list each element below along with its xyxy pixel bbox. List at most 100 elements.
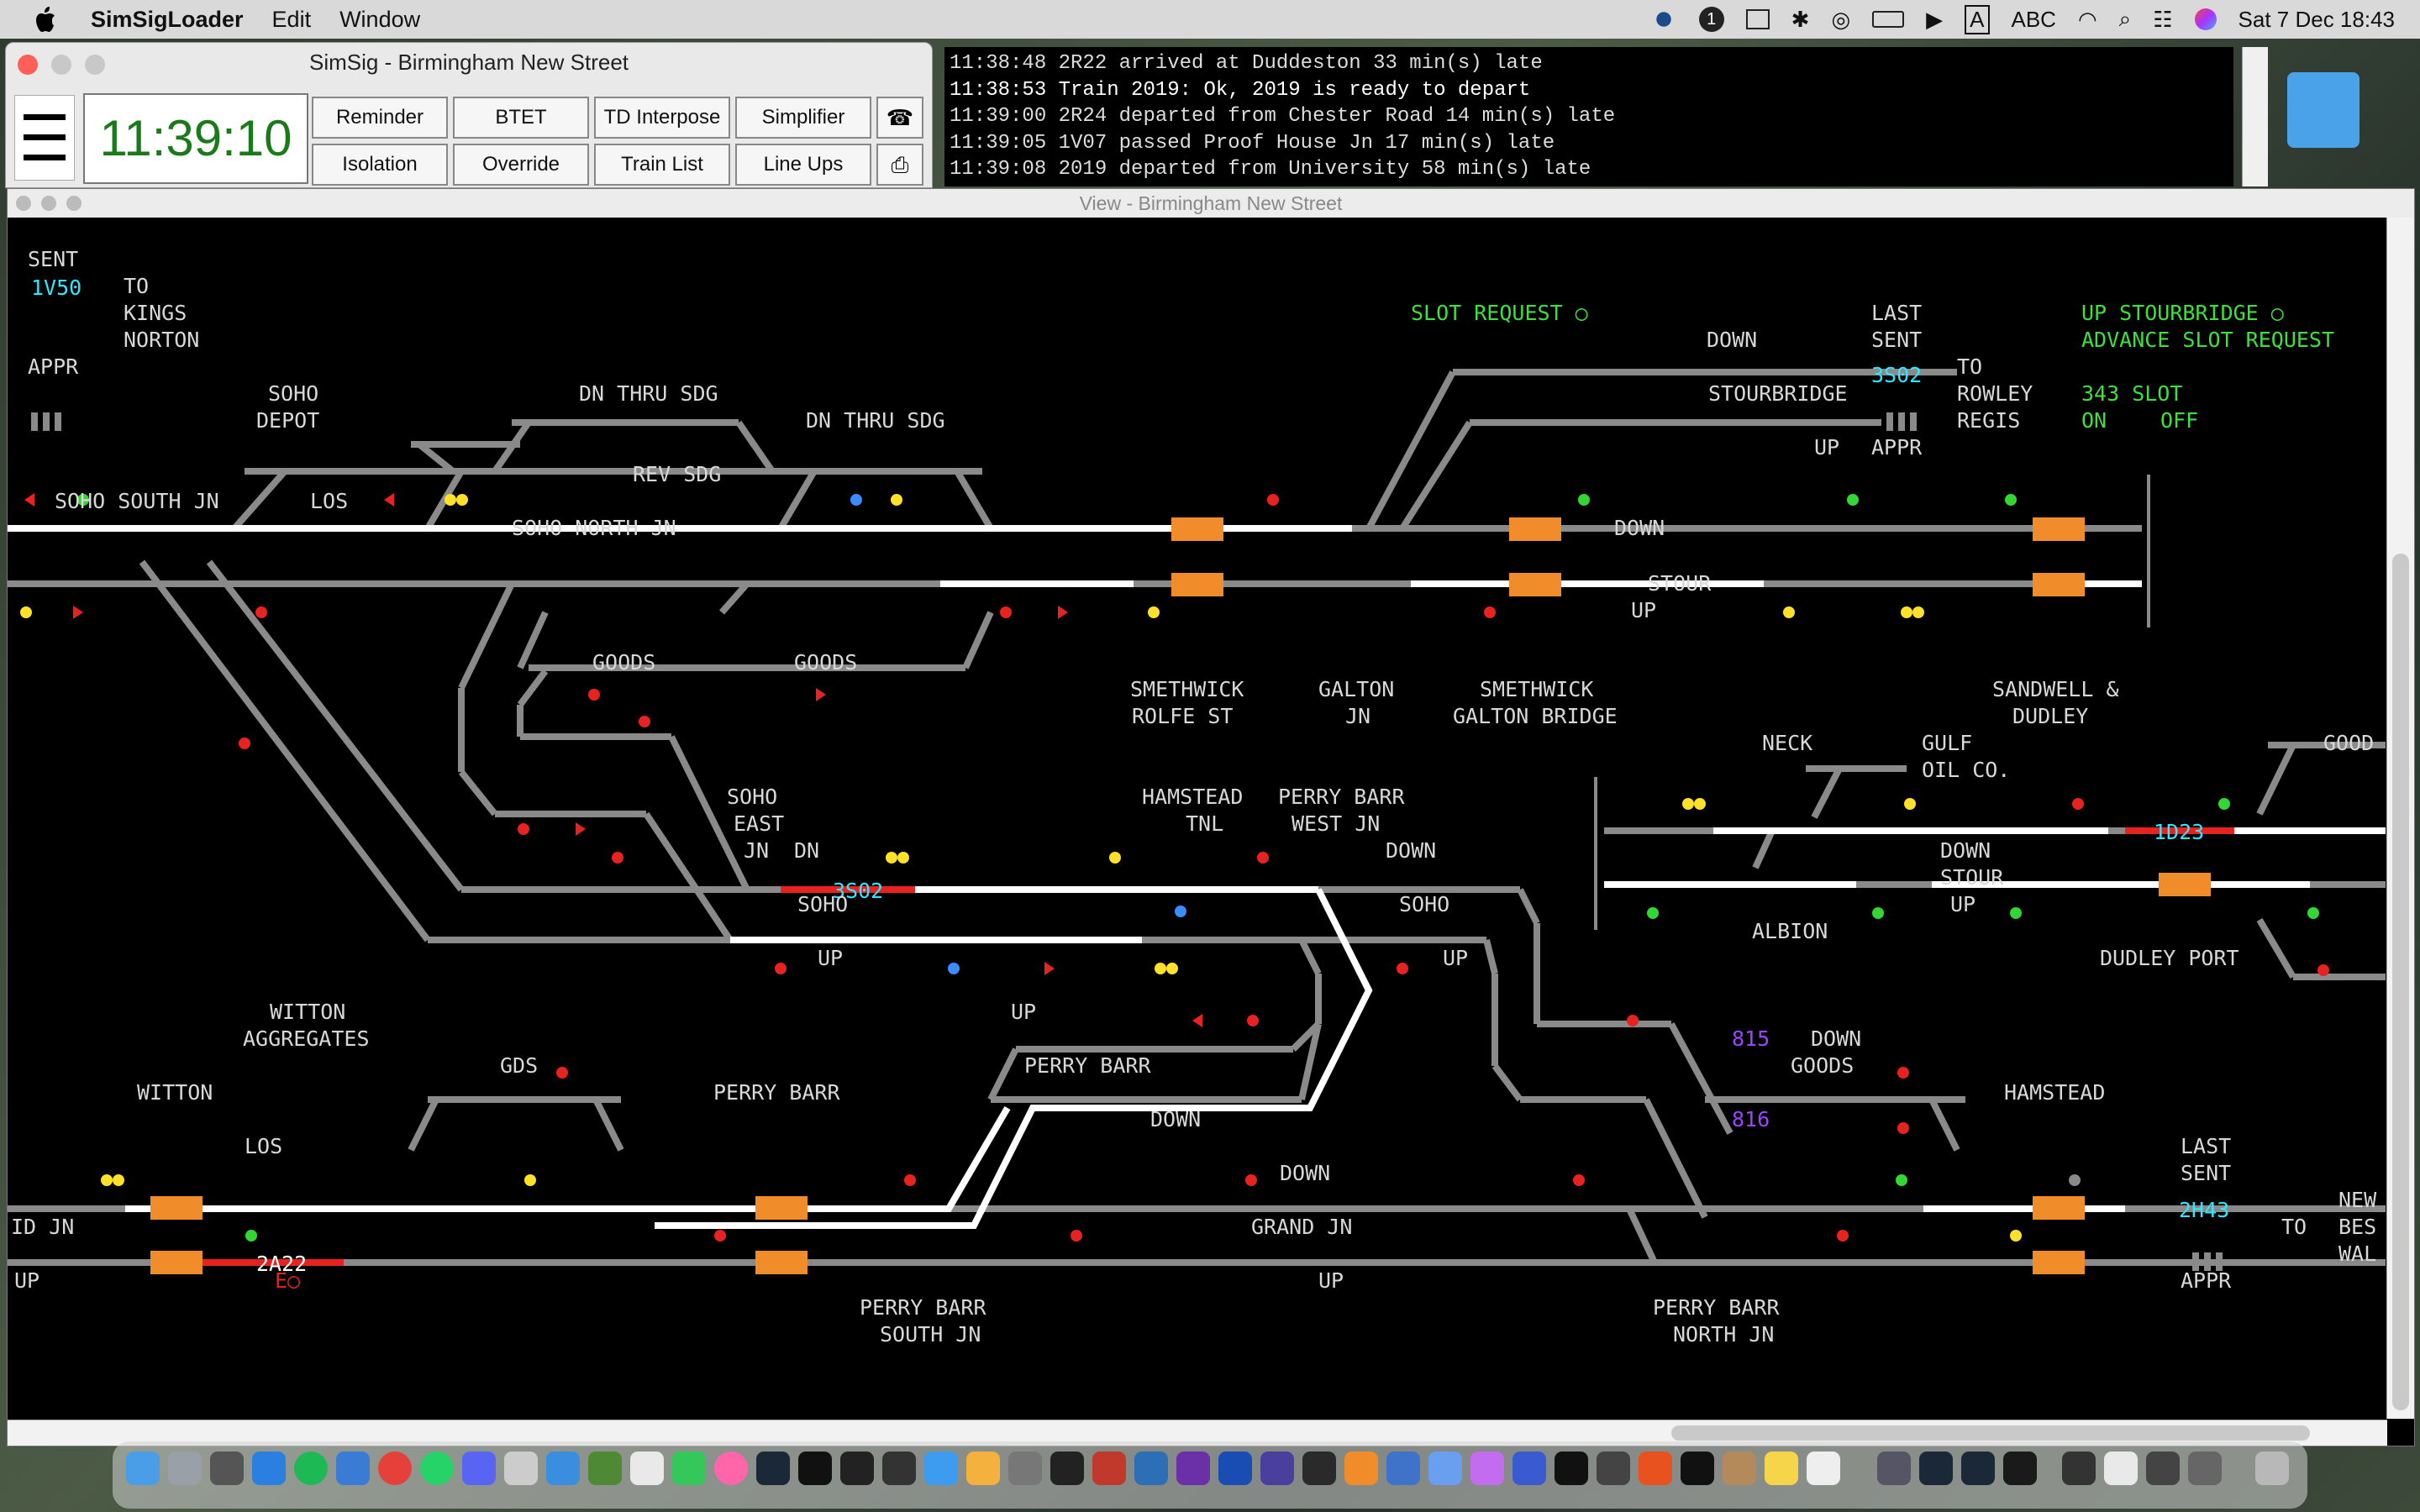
app-icon[interactable] xyxy=(1302,1452,1336,1485)
reminder-button[interactable]: Reminder xyxy=(312,97,448,139)
label-up-stourbridge[interactable]: UP STOURBRIDGE ○ xyxy=(2081,301,2284,325)
signal-arrow[interactable] xyxy=(384,493,394,507)
override-button[interactable]: Override xyxy=(453,144,589,186)
train-id-berth[interactable]: 1D23 xyxy=(2154,820,2204,844)
notes-icon[interactable] xyxy=(1765,1452,1798,1485)
app-icon[interactable] xyxy=(1092,1452,1126,1485)
line-ups-button[interactable]: Line Ups xyxy=(735,144,871,186)
menu-clock[interactable]: Sat 7 Dec 18:43 xyxy=(2238,6,2395,32)
signal-aspect[interactable] xyxy=(850,494,862,506)
signal-aspect[interactable] xyxy=(1904,798,1916,810)
app-icon[interactable] xyxy=(1008,1452,1042,1485)
app-icon[interactable] xyxy=(1050,1452,1084,1485)
photos-icon[interactable] xyxy=(966,1452,1000,1485)
train-list-button[interactable]: Train List xyxy=(594,144,730,186)
signal-aspect[interactable] xyxy=(245,1230,257,1242)
steam-icon[interactable] xyxy=(1919,1452,1953,1485)
signal-aspect[interactable] xyxy=(2072,798,2084,810)
zoom-button[interactable] xyxy=(85,55,105,75)
signal-aspect[interactable] xyxy=(1109,852,1121,864)
signal-aspect[interactable] xyxy=(1837,1230,1849,1242)
app-icon[interactable] xyxy=(252,1452,286,1485)
signal-aspect[interactable] xyxy=(1897,1122,1909,1134)
app-icon[interactable] xyxy=(2146,1452,2180,1485)
td-interpose-button[interactable]: TD Interpose xyxy=(594,97,730,139)
signal-aspect[interactable] xyxy=(714,1230,726,1242)
signal-aspect[interactable] xyxy=(524,1174,536,1186)
scroll-thumb[interactable] xyxy=(2392,554,2409,1410)
input-source-label[interactable]: ABC xyxy=(2011,6,2056,32)
signal-aspect[interactable] xyxy=(1896,1174,1907,1186)
train-id-berth[interactable]: 3S02 xyxy=(1871,363,1922,387)
app-icon[interactable] xyxy=(2003,1452,2037,1485)
label-off[interactable]: OFF xyxy=(2160,408,2198,433)
app-icon[interactable] xyxy=(630,1452,664,1485)
signal-aspect[interactable] xyxy=(1682,798,1694,810)
mail-icon[interactable] xyxy=(924,1452,958,1485)
signal-aspect[interactable] xyxy=(101,1174,113,1186)
signal-aspect[interactable] xyxy=(948,963,960,974)
steam-icon[interactable] xyxy=(1961,1452,1995,1485)
signal-aspect[interactable] xyxy=(1578,494,1590,506)
spotify-icon[interactable] xyxy=(294,1452,328,1485)
signal-aspect[interactable] xyxy=(612,852,623,864)
signal-aspect[interactable] xyxy=(1247,1015,1259,1026)
app-icon[interactable] xyxy=(882,1452,916,1485)
minimize-button[interactable] xyxy=(51,55,71,75)
signal-aspect[interactable] xyxy=(77,494,89,506)
horizontal-scrollbar[interactable] xyxy=(8,1420,2387,1446)
app-icon[interactable] xyxy=(1681,1452,1714,1485)
airdrop-icon[interactable]: ◎ xyxy=(1831,6,1851,32)
notification-badge[interactable]: 1 xyxy=(1698,7,1724,32)
battery-icon[interactable] xyxy=(1872,11,1905,28)
signal-arrow[interactable] xyxy=(816,688,826,701)
signal-aspect[interactable] xyxy=(1071,1230,1082,1242)
signal-arrow[interactable] xyxy=(73,606,83,619)
input-letter-badge[interactable]: A xyxy=(1965,4,1990,34)
signal-aspect[interactable] xyxy=(456,494,468,506)
message-log-scrollbar[interactable] xyxy=(2242,47,2268,186)
app-icon[interactable] xyxy=(1134,1452,1168,1485)
signal-aspect[interactable] xyxy=(1573,1174,1585,1186)
signal-aspect[interactable] xyxy=(639,716,650,727)
app-icon[interactable] xyxy=(1428,1452,1462,1485)
siri-icon[interactable] xyxy=(2194,8,2217,30)
app-icon[interactable] xyxy=(546,1452,580,1485)
view-minimize-button[interactable] xyxy=(41,196,56,211)
signal-aspect[interactable] xyxy=(1175,906,1186,917)
signal-arrow[interactable] xyxy=(1058,606,1068,619)
signal-aspect[interactable] xyxy=(588,689,600,701)
signal-aspect[interactable] xyxy=(20,606,32,618)
signal-aspect[interactable] xyxy=(2307,907,2319,919)
app-icon[interactable] xyxy=(672,1452,706,1485)
signal-aspect[interactable] xyxy=(1267,494,1279,506)
chrome-icon[interactable] xyxy=(378,1452,412,1485)
app-icon[interactable] xyxy=(2104,1452,2138,1485)
signal-aspect[interactable] xyxy=(1647,907,1659,919)
bluetooth-icon[interactable]: ✱ xyxy=(1791,6,1810,32)
label-on[interactable]: ON xyxy=(2081,408,2107,433)
app-icon[interactable] xyxy=(1386,1452,1420,1485)
vertical-scrollbar[interactable] xyxy=(2386,218,2414,1419)
signal-aspect[interactable] xyxy=(1148,606,1160,618)
train-describers[interactable]: 1V50 3S02 3S02 1D23 2H43 2A22 xyxy=(31,276,2229,1276)
signal-aspect[interactable] xyxy=(518,823,529,835)
menu-edit[interactable]: Edit xyxy=(271,6,312,32)
trash-icon[interactable] xyxy=(2255,1452,2289,1485)
app-icon[interactable] xyxy=(1512,1452,1546,1485)
btet-button[interactable]: BTET xyxy=(453,97,589,139)
app-icon[interactable] xyxy=(1639,1452,1672,1485)
app-icon[interactable] xyxy=(2188,1452,2222,1485)
app-icon[interactable] xyxy=(504,1452,538,1485)
signal-aspect[interactable] xyxy=(1166,963,1178,974)
search-icon[interactable]: ⌕ xyxy=(2118,6,2132,31)
signal-aspect[interactable] xyxy=(113,1174,124,1186)
signals[interactable] xyxy=(20,493,2329,1242)
signal-aspect[interactable] xyxy=(255,606,267,618)
signal-aspect[interactable] xyxy=(2010,1230,2022,1242)
signal-arrow[interactable] xyxy=(24,493,34,507)
signal-aspect[interactable] xyxy=(2069,1174,2081,1186)
signal-aspect[interactable] xyxy=(1000,606,1012,618)
signal-aspect[interactable] xyxy=(1847,494,1859,506)
signal-aspect[interactable] xyxy=(1257,852,1269,864)
